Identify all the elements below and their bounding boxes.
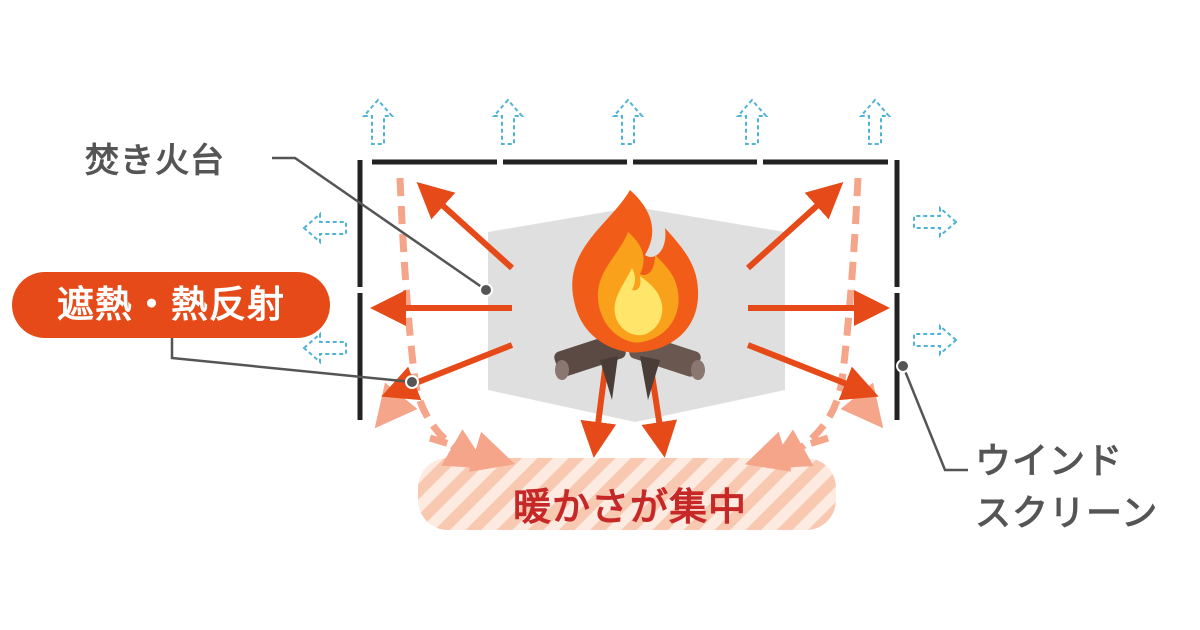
windscreen-leader-dot — [896, 359, 910, 373]
leader-lines — [170, 156, 968, 472]
heat-leader-dot — [405, 375, 419, 389]
label-windscreen-line2: スクリーン — [975, 493, 1159, 534]
firepit-leader-dot — [479, 283, 493, 297]
airflow-up-arrow-1 — [361, 98, 395, 145]
label-windscreen-line1: ウインド — [975, 441, 1124, 482]
airflow-left-arrow-2 — [302, 331, 347, 365]
airflow-left-arrow-1 — [302, 211, 347, 245]
airflow-up-arrow-5 — [858, 98, 892, 145]
airflow-arrows — [302, 98, 958, 365]
airflow-up-arrow-3 — [611, 98, 645, 145]
label-heat-shield: 遮熱・熱反射 — [12, 272, 330, 338]
airflow-right-arrow-2 — [913, 323, 958, 357]
label-firepit: 焚き火台 — [85, 141, 225, 181]
windscreen — [357, 159, 900, 420]
airflow-right-arrow-1 — [913, 205, 958, 239]
label-windscreen: ウインド スクリーン — [975, 436, 1158, 540]
warm-zone — [418, 458, 836, 530]
label-warmth: 暖かさが集中 — [512, 485, 747, 529]
flame-icon — [572, 190, 699, 353]
airflow-up-arrow-2 — [491, 98, 525, 145]
airflow-up-arrow-4 — [735, 98, 769, 145]
